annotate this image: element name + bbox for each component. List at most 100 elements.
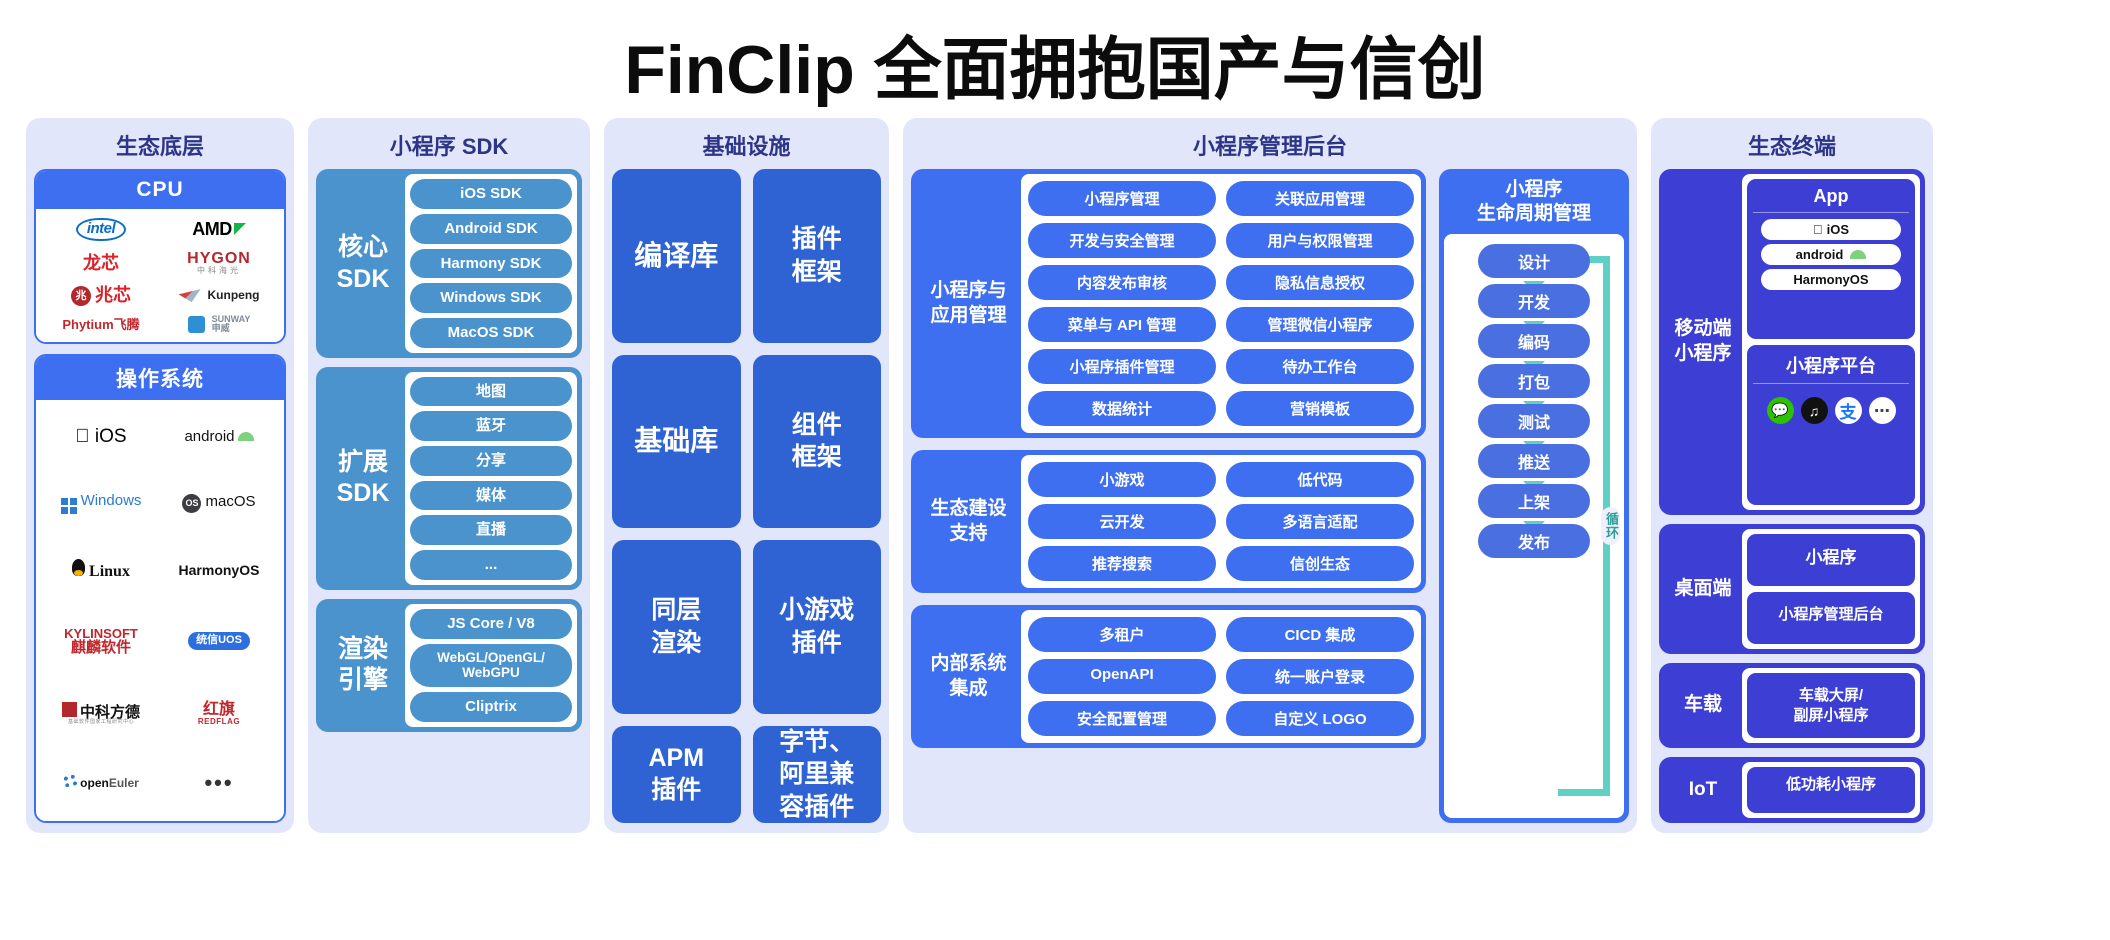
pill-multi-tenant[interactable]: 多租户 (1028, 617, 1216, 653)
sdk-pill-cliptrix[interactable]: Cliptrix (410, 692, 572, 723)
column-terminals: 生态终端 移动端 小程序 App iOS android HarmonyOS (1651, 118, 1933, 833)
terminal-pill-label: android (1795, 247, 1844, 263)
logo-android: android (160, 404, 278, 470)
group-label-app-management: 小程序与 应用管理 (916, 174, 1021, 433)
terminal-label-mobile: 移动端 小程序 (1664, 174, 1742, 510)
infra-cell-base-lib[interactable]: 基础库 (612, 354, 741, 529)
terminal-pill-harmonyos[interactable]: HarmonyOS (1761, 269, 1901, 291)
sdk-pill-jscore[interactable]: JS Core / V8 (410, 608, 572, 639)
pill-openapi[interactable]: OpenAPI (1028, 659, 1216, 695)
pill-security-config[interactable]: 安全配置管理 (1028, 701, 1216, 737)
sdk-label-extension: 扩展 SDK (321, 372, 405, 585)
pill-recommend-search[interactable]: 推荐搜索 (1028, 546, 1216, 582)
pill-privacy-authorization[interactable]: 隐私信息授权 (1226, 265, 1414, 301)
pill-cicd[interactable]: CICD 集成 (1226, 617, 1414, 653)
logo-intel: intel (42, 213, 160, 246)
logo-ios:  iOS (75, 426, 126, 448)
sdk-pill-harmony[interactable]: Harmony SDK (410, 248, 572, 279)
terminal-pill-ios[interactable]: iOS (1761, 219, 1901, 241)
pill-multilanguage[interactable]: 多语言适配 (1226, 504, 1414, 540)
terminal-item-vehicle-screen[interactable]: 车载大屏/ 副屏小程序 (1747, 673, 1915, 738)
lifecycle-step-test[interactable]: 测试 (1478, 403, 1590, 438)
pill-minigame[interactable]: 小游戏 (1028, 462, 1216, 498)
lifecycle-step-release[interactable]: 发布 (1478, 523, 1590, 558)
sdk-pill-bluetooth[interactable]: 蓝牙 (410, 411, 572, 442)
pill-manage-wechat-miniprogram[interactable]: 管理微信小程序 (1226, 307, 1414, 343)
lifecycle-step-code[interactable]: 编码 (1478, 323, 1590, 358)
column-title-sdk: 小程序 SDK (389, 134, 509, 159)
pill-custom-logo[interactable]: 自定义 LOGO (1226, 701, 1414, 737)
loop-label: 循环 (1601, 506, 1620, 545)
sdk-pill-media[interactable]: 媒体 (410, 480, 572, 511)
douyin-icon[interactable]: ♫ (1800, 397, 1828, 425)
pill-marketing-template[interactable]: 营销模板 (1226, 391, 1414, 427)
sdk-pill-share[interactable]: 分享 (410, 446, 572, 476)
sdk-pill-macos[interactable]: MacOS SDK (410, 318, 572, 348)
logo-amd: AMD (160, 213, 278, 246)
infra-cell-bytedance-alibaba-plugin[interactable]: 字节、 阿里兼 容插件 (752, 725, 881, 823)
column-title-infrastructure: 基础设施 (702, 134, 791, 159)
alipay-icon[interactable]: 支 (1834, 397, 1862, 425)
sdk-pill-ios[interactable]: iOS SDK (410, 179, 572, 209)
terminal-label-iot: IoT (1688, 778, 1718, 800)
pill-todo-workbench[interactable]: 待办工作台 (1226, 349, 1414, 385)
pill-cloud-dev[interactable]: 云开发 (1028, 504, 1216, 540)
group-label-line1: 生态建设 (930, 498, 1007, 520)
page-title-brand: FinClip (624, 32, 855, 108)
sdk-pill-map[interactable]: 地图 (410, 376, 572, 407)
terminal-item-miniprogram[interactable]: 小程序 (1747, 534, 1915, 586)
pill-miniprogram-management[interactable]: 小程序管理 (1028, 181, 1216, 217)
pill-miniprogram-plugin-management[interactable]: 小程序插件管理 (1028, 349, 1216, 385)
sdk-pill-android[interactable]: Android SDK (410, 213, 572, 244)
more-icon[interactable]: ⋯ (1868, 397, 1896, 425)
infra-cell-minigame-plugin[interactable]: 小游戏 插件 (752, 540, 881, 714)
terminal-item-line2: 副屏小程序 (1793, 706, 1869, 724)
sdk-label-render-line1: 渲染 (337, 635, 388, 664)
lifecycle-title: 小程序 生命周期管理 (1444, 174, 1624, 234)
group-label-internal-integration: 内部系统 集成 (916, 610, 1021, 743)
infra-cell-component-framework[interactable]: 组件 框架 (752, 354, 881, 529)
pill-lowcode[interactable]: 低代码 (1226, 462, 1414, 498)
lifecycle-step-develop[interactable]: 开发 (1478, 283, 1590, 318)
sdk-pill-live[interactable]: 直播 (410, 515, 572, 546)
wechat-icon[interactable]: 💬 (1766, 397, 1794, 425)
infra-label: 组件 框架 (791, 410, 842, 472)
pill-user-permission-management[interactable]: 用户与权限管理 (1226, 223, 1414, 259)
terminal-row-vehicle: 车载 车载大屏/ 副屏小程序 (1659, 663, 1925, 748)
terminal-pill-android[interactable]: android (1761, 244, 1901, 266)
terminal-item-lowpower-miniprogram[interactable]: 低功耗小程序 (1747, 767, 1915, 813)
infra-cell-plugin-framework[interactable]: 插件 框架 (752, 169, 881, 343)
sdk-block-core: 核心 SDK iOS SDK Android SDK Harmony SDK W… (316, 169, 582, 358)
lifecycle-step-push[interactable]: 推送 (1478, 443, 1590, 478)
lifecycle-step-listing[interactable]: 上架 (1478, 483, 1590, 518)
pill-menu-api-management[interactable]: 菜单与 API 管理 (1028, 307, 1216, 343)
lifecycle-step-package[interactable]: 打包 (1478, 363, 1590, 398)
pill-data-statistics[interactable]: 数据统计 (1028, 391, 1216, 427)
lifecycle-step-design[interactable]: 设计 (1478, 243, 1590, 278)
sdk-pill-more[interactable]: ... (410, 550, 572, 580)
terminal-item-admin-console[interactable]: 小程序管理后台 (1747, 592, 1915, 644)
pill-dev-security-management[interactable]: 开发与安全管理 (1028, 223, 1216, 259)
lifecycle-title-line1: 小程序 (1505, 179, 1563, 201)
infra-cell-compiler-lib[interactable]: 编译库 (612, 169, 741, 343)
cpu-panel-header: CPU (36, 171, 284, 210)
pill-linked-app-management[interactable]: 关联应用管理 (1226, 181, 1414, 217)
sdk-label-core-line1: 核心 (337, 233, 388, 262)
sdk-label-render-line2: 引擎 (337, 666, 388, 695)
sdk-pill-webgl[interactable]: WebGL/OpenGL/ WebGPU (410, 643, 572, 688)
infra-cell-same-layer-render[interactable]: 同层 渲染 (612, 540, 741, 714)
pill-xinchuang-ecosystem[interactable]: 信创生态 (1226, 546, 1414, 582)
pill-unified-account-login[interactable]: 统一账户登录 (1226, 659, 1414, 695)
infra-cell-apm-plugin[interactable]: APM 插件 (612, 725, 741, 823)
sdk-pill-windows[interactable]: Windows SDK (410, 283, 572, 314)
terminal-row-mobile: 移动端 小程序 App iOS android HarmonyOS 小程序平台 (1659, 169, 1925, 515)
pill-content-review[interactable]: 内容发布审核 (1028, 265, 1216, 301)
loop-bottom-segment (1558, 789, 1610, 796)
